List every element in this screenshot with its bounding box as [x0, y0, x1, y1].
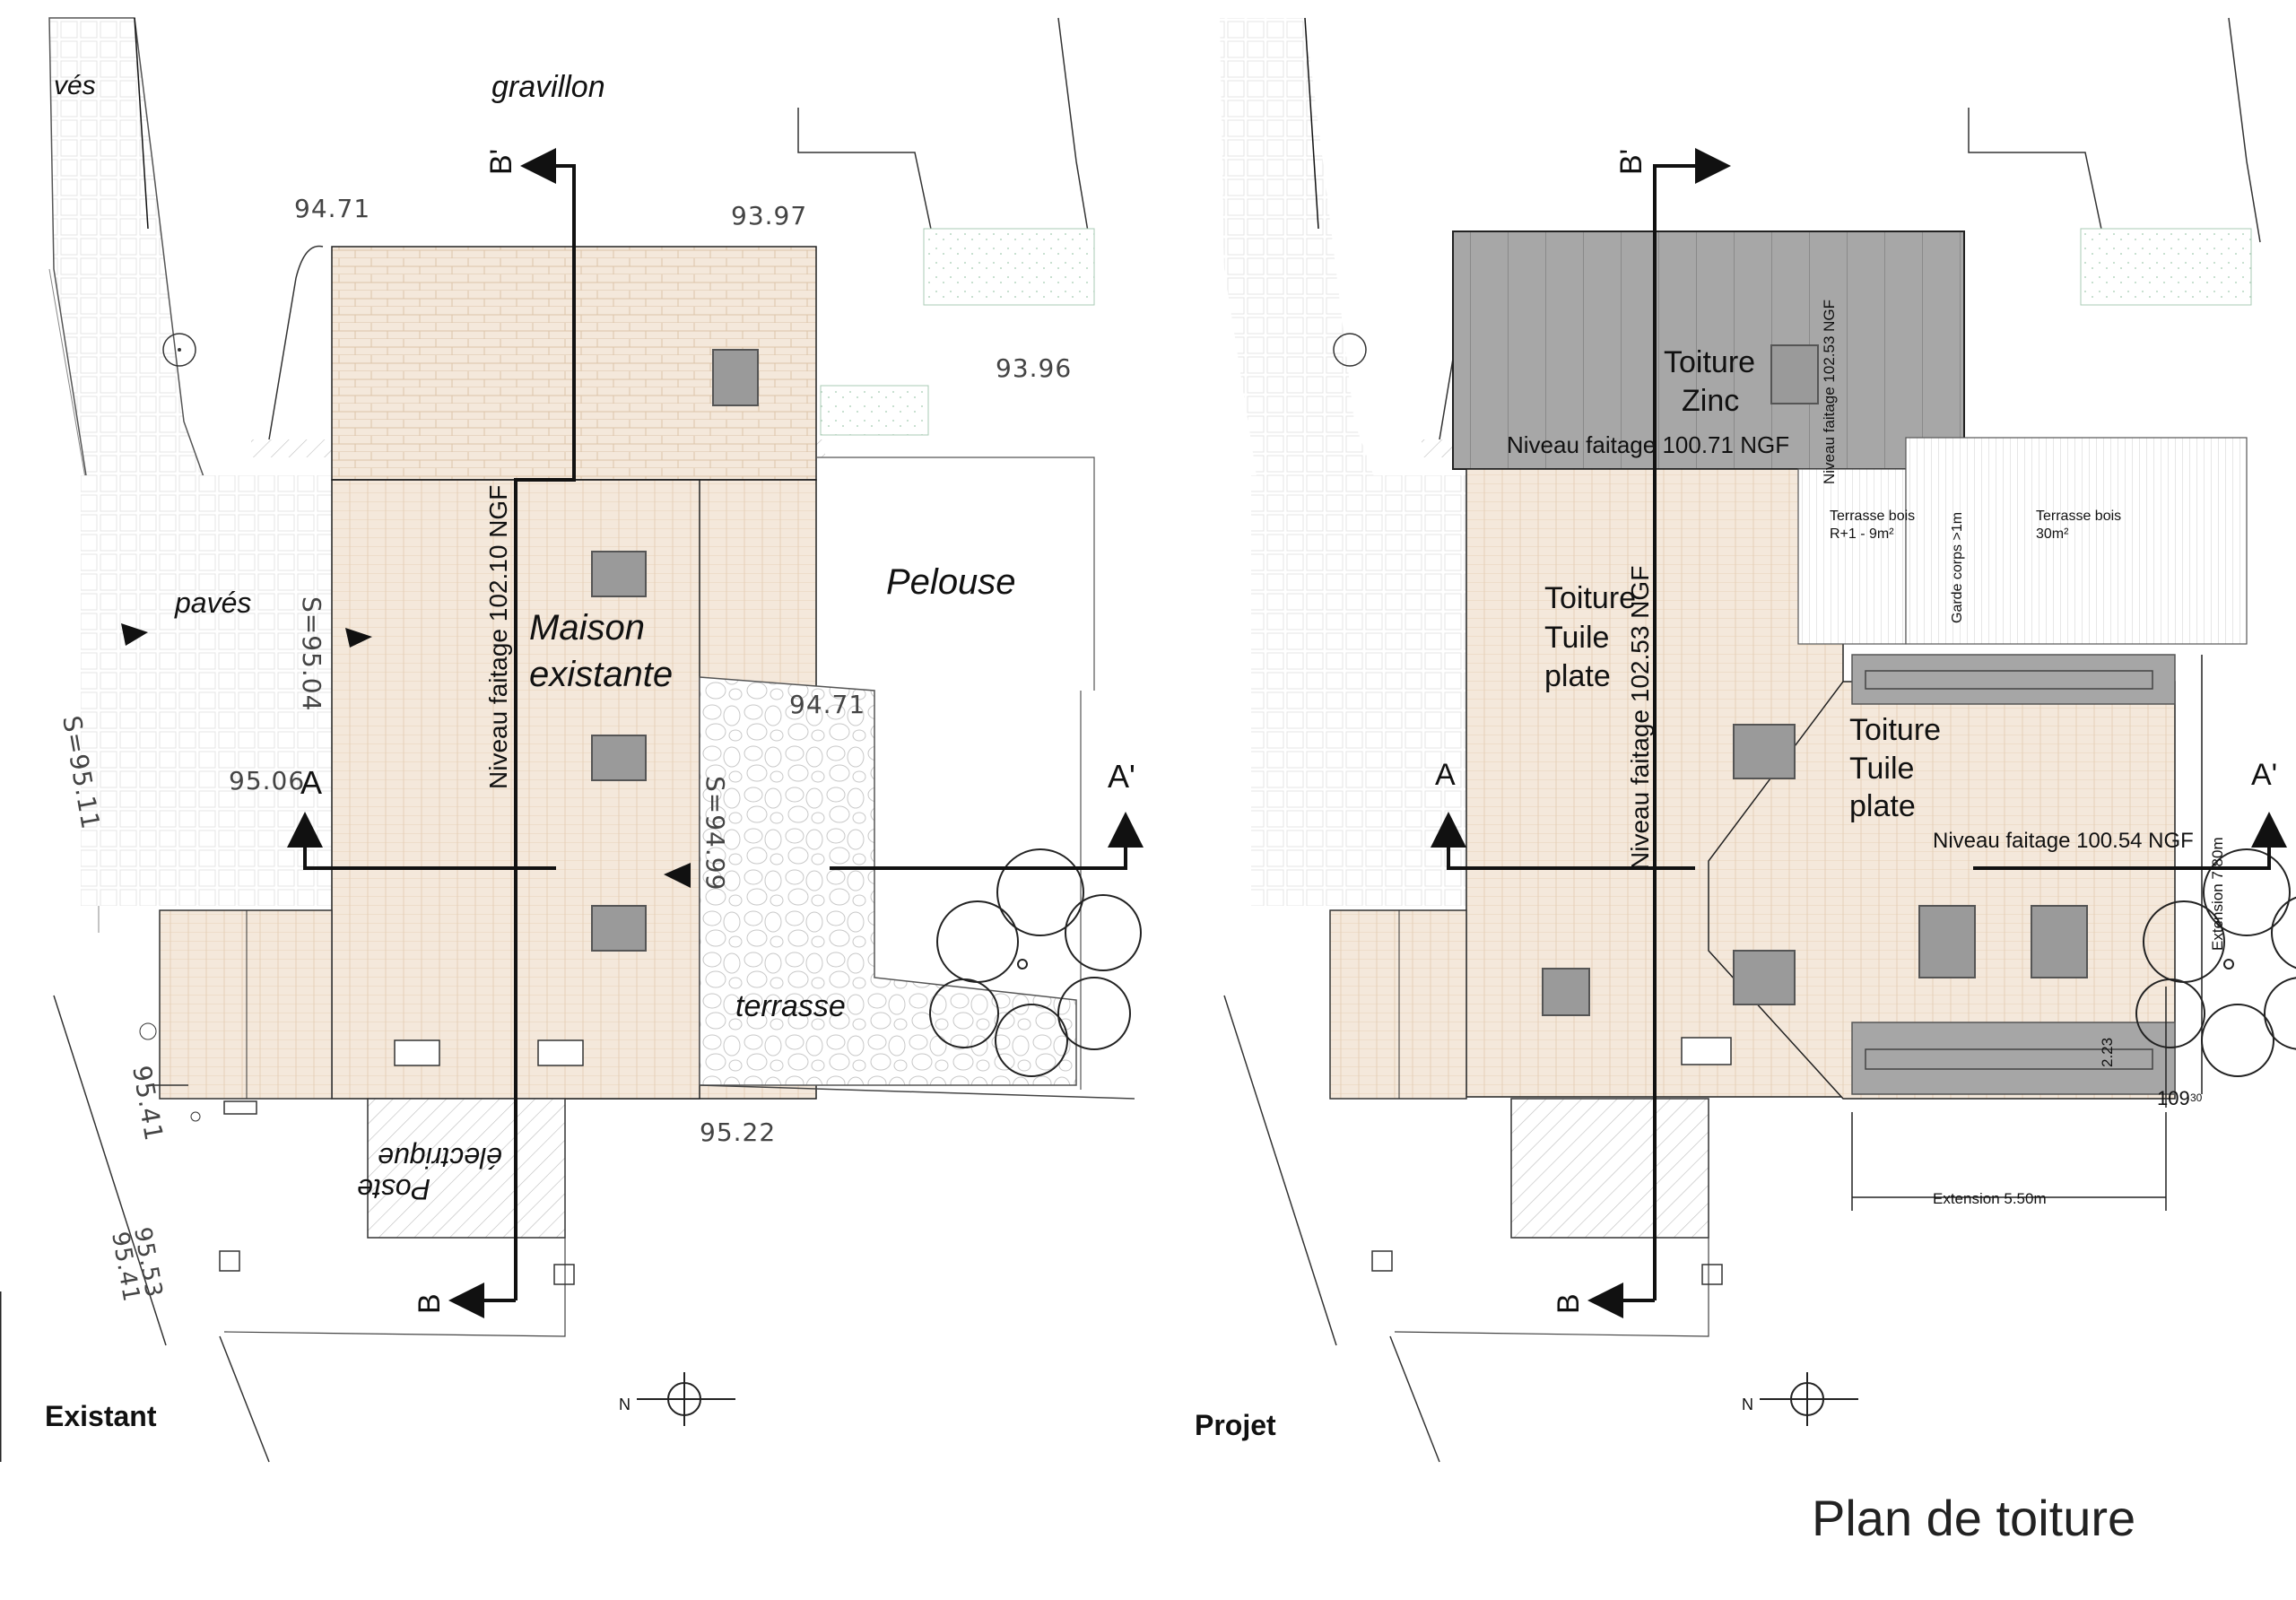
manhole — [162, 333, 196, 367]
gutter-zinc-bottom — [1851, 1022, 2176, 1095]
level-94-71-mid: 94.71 — [789, 690, 865, 719]
section-b-prime-left: B' — [484, 149, 518, 175]
terrasse-bois-1a: Terrasse bois — [1830, 509, 1915, 524]
skylight — [591, 551, 647, 597]
main-ridge-label: Niveau faitage 102.53 NGF — [1626, 566, 1654, 870]
vent — [537, 1039, 584, 1066]
label-maison-2: existante — [529, 655, 673, 694]
tuile-ext-3: plate — [1849, 789, 1916, 823]
dim-2-23: 2.23 — [2099, 1038, 2116, 1067]
section-b-right: B — [1552, 1293, 1586, 1314]
skylight — [712, 349, 759, 406]
terrasse-bois-2b: 30m² — [2036, 526, 2069, 542]
label-gravillon: gravillon — [491, 70, 605, 104]
section-a-prime-left: A' — [1108, 758, 1135, 795]
level-93-97: 93.97 — [731, 201, 807, 230]
tuile-ext-2: Tuile — [1849, 752, 1914, 786]
projet-plan — [1220, 17, 2296, 1463]
vent — [394, 1039, 440, 1066]
tuile-main-2: Tuile — [1544, 621, 1609, 655]
section-a-right: A — [1435, 758, 1456, 792]
caption-projet: Projet — [1195, 1409, 1276, 1441]
label-zinc-2: Zinc — [1682, 384, 1739, 418]
vertical-ridge-label: Niveau faitage 102.53 NGF — [1821, 300, 1838, 484]
section-a-left: A — [300, 764, 322, 801]
level-93-96: 93.96 — [996, 353, 1072, 383]
small-annex-roof — [159, 909, 333, 1100]
level-95-04: S=95.04 — [297, 596, 326, 711]
paved-courtyard — [81, 475, 332, 906]
label-terrasse: terrasse — [735, 989, 846, 1023]
level-95-22: 95.22 — [700, 1117, 776, 1147]
label-paves: pavés — [174, 587, 251, 619]
garde-corps: Garde corps >1m — [1950, 512, 1965, 623]
north-label-left: N — [619, 1396, 631, 1413]
wood-terrace-r1 — [1797, 468, 1907, 645]
section-line-bb — [448, 148, 576, 1318]
ext-ridge-label: Niveau faitage 100.54 NGF — [1933, 829, 2194, 853]
north-arrow-left — [637, 1372, 735, 1426]
terrace-stone — [699, 676, 1077, 1086]
page-title: Plan de toiture — [1812, 1490, 2135, 1546]
level-95-06: 95.06 — [229, 766, 305, 796]
zinc-roof — [1452, 230, 1965, 470]
dimension-lines — [1851, 655, 2203, 1211]
gutter-zinc-top — [1851, 654, 2176, 705]
north-arrow-right — [1760, 1372, 1858, 1426]
caption-existant: Existant — [45, 1400, 157, 1432]
dim-109: 109 — [2157, 1087, 2190, 1109]
tuile-main-1: Toiture — [1544, 581, 1636, 615]
label-zinc-1: Toiture — [1664, 345, 1755, 379]
extension-7-80: Extension 7.80m — [2209, 837, 2226, 951]
north-label-right: N — [1742, 1396, 1753, 1413]
label-maison-1: Maison — [529, 608, 645, 648]
skylight — [591, 735, 647, 781]
tuile-main-3: plate — [1544, 659, 1611, 693]
ridge-label-existing: Niveau faitage 102.10 NGF — [484, 485, 512, 789]
section-line-aa — [287, 812, 1144, 870]
extension-5-50: Extension 5.50m — [1933, 1190, 2047, 1207]
skylight — [1770, 344, 1819, 404]
zinc-ridge-label: Niveau faitage 100.71 NGF — [1507, 431, 1789, 458]
level-94-99: S=94.99 — [700, 776, 730, 891]
skylight — [591, 905, 647, 952]
terrasse-bois-2a: Terrasse bois — [2036, 509, 2121, 524]
label-poste-1: Poste — [357, 1173, 430, 1205]
grass-strip — [820, 385, 929, 436]
electric-substation — [367, 1098, 566, 1239]
label-poste-2: électrique — [378, 1142, 502, 1174]
section-a-prime-right: A' — [2251, 758, 2277, 792]
tuile-ext-1: Toiture — [1849, 713, 1941, 747]
terrasse-bois-1b: R+1 - 9m² — [1830, 526, 1894, 542]
section-b-prime-right: B' — [1614, 149, 1648, 175]
label-pelouse: Pelouse — [886, 562, 1016, 602]
label-paves-top: vés — [54, 71, 96, 100]
existant-plan — [48, 17, 1144, 1463]
level-94-71-top: 94.71 — [294, 194, 370, 223]
dim-109-sup: 30 — [2190, 1091, 2203, 1104]
tree-symbol — [929, 848, 1142, 1077]
section-b-left: B — [413, 1293, 447, 1314]
wood-terrace-30m2 — [1905, 437, 2248, 645]
